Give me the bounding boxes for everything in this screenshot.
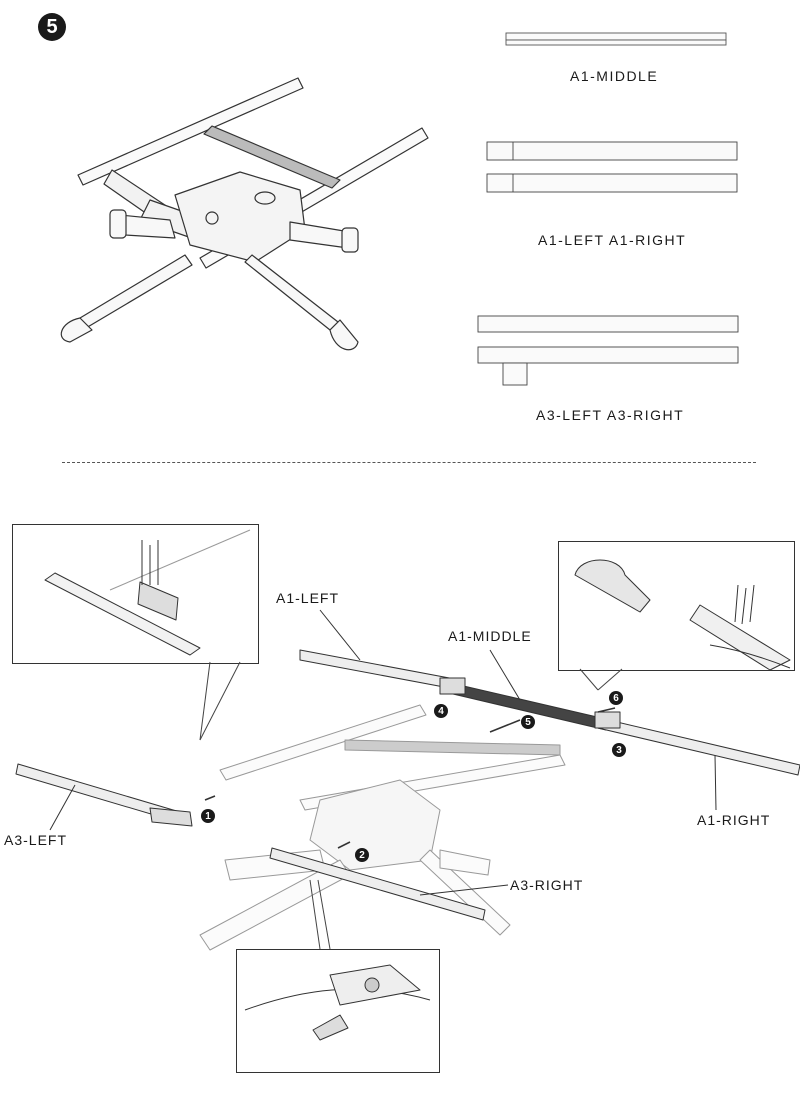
callout-a1-right: A1-RIGHT <box>697 812 771 828</box>
step-badge-6: 6 <box>609 691 623 705</box>
section-divider <box>62 462 756 463</box>
callout-a3-right: A3-RIGHT <box>510 877 584 893</box>
step-number-badge: 5 <box>38 13 66 41</box>
step-badge-2: 2 <box>355 848 369 862</box>
detail-inset-a3-left-joint <box>12 524 259 664</box>
step-badge-5: 5 <box>521 715 535 729</box>
step-badge-3: 3 <box>612 743 626 757</box>
step-badge-4: 4 <box>434 704 448 718</box>
part-label-a1-left-right: A1-LEFT A1-RIGHT <box>538 232 687 248</box>
callout-a1-middle: A1-MIDDLE <box>448 628 532 644</box>
part-label-a1-middle: A1-MIDDLE <box>570 68 659 84</box>
callout-a1-left: A1-LEFT <box>276 590 340 606</box>
detail-inset-cable-connector <box>236 949 440 1073</box>
part-label-a3-left-right: A3-LEFT A3-RIGHT <box>536 407 685 423</box>
step-badge-1: 1 <box>201 809 215 823</box>
callout-a3-left: A3-LEFT <box>4 832 68 848</box>
